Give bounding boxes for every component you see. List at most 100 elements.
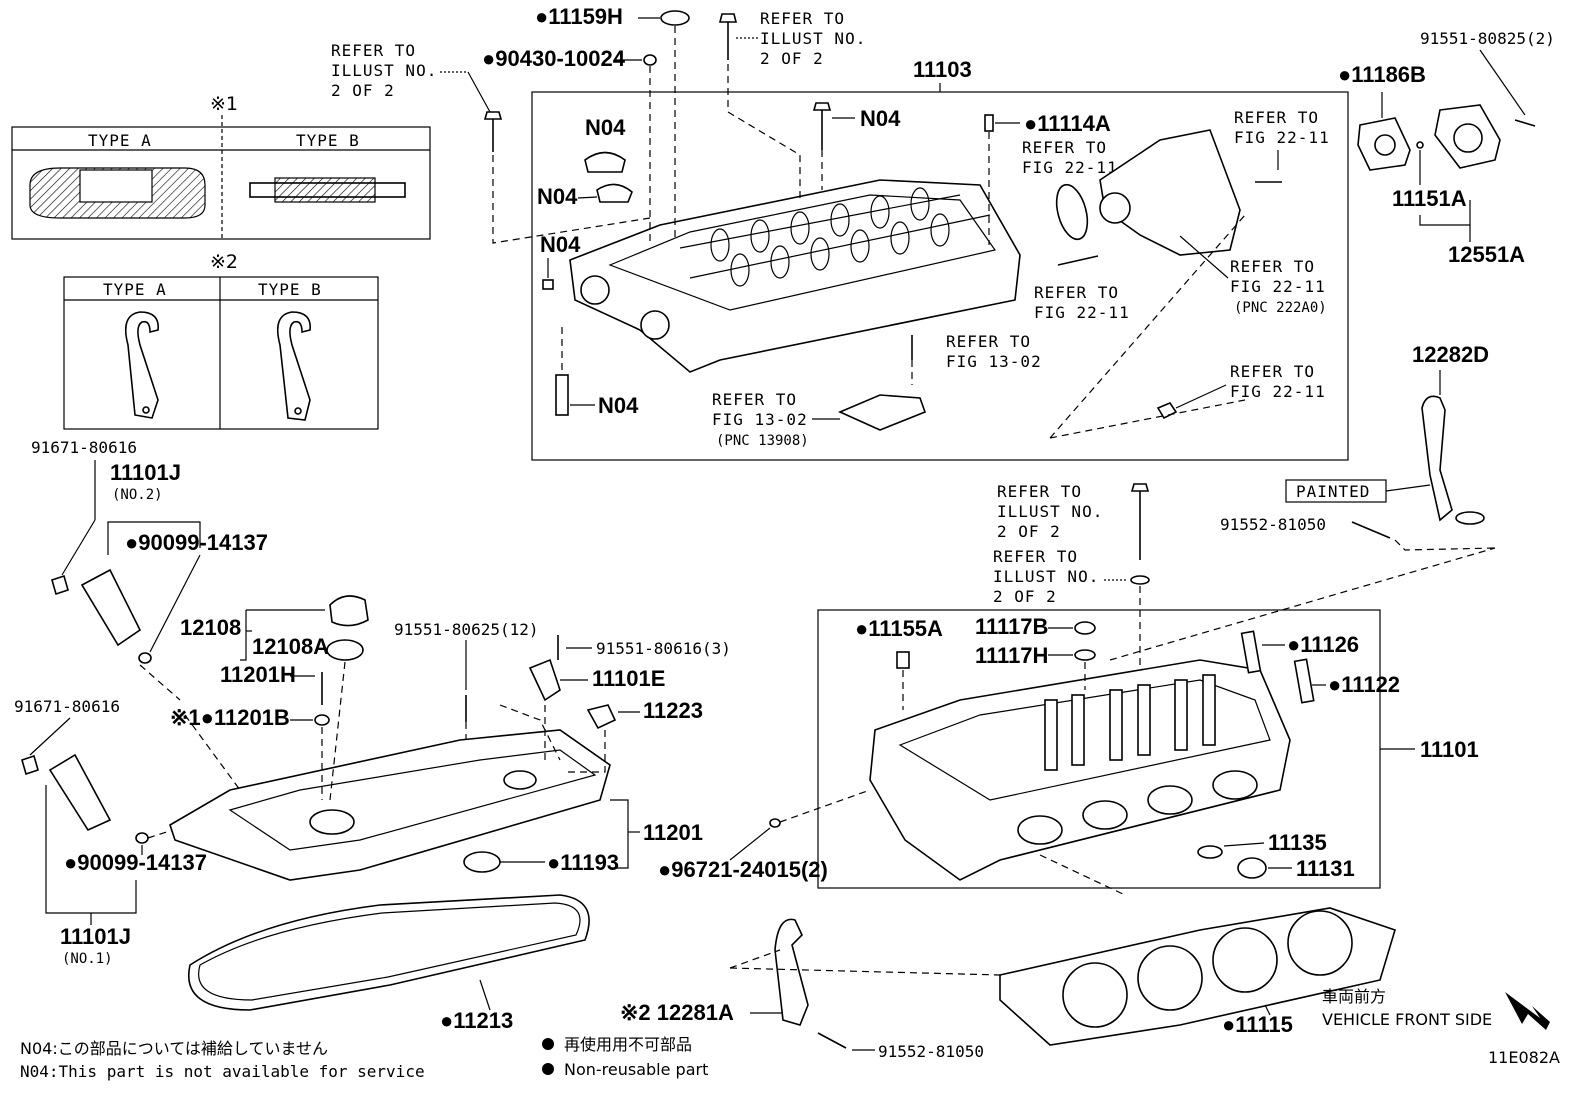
- type-table-2-mark: ※2: [210, 251, 238, 273]
- timing-cover-part: [1099, 129, 1241, 256]
- head-cover-group: 12108 12108A 11201H ※1●11201B 91551-8062…: [169, 595, 731, 1033]
- sensor-11101e-icon: [528, 658, 561, 702]
- ref-13-02-b-1: REFER TO: [712, 390, 797, 409]
- label-n04-a: N04: [585, 115, 626, 140]
- label-11159h: ●11159H: [535, 4, 623, 29]
- hook-type-b-icon: [276, 311, 311, 421]
- ref-22-11-a-2: FIG 22-11: [1022, 158, 1118, 177]
- filler-gasket-icon: [326, 639, 364, 661]
- bracket-part: [838, 394, 927, 431]
- label-11117h: 11117H: [975, 643, 1048, 668]
- ref-22-11-e-1: REFER TO: [1230, 362, 1315, 381]
- note-n04-jp: N04:この部品については補給していません: [20, 1039, 328, 1058]
- label-11101j-no1: 11101J: [60, 924, 131, 949]
- ocv-group: 91671-80616 11101J (NO.2) ●90099-14137 9…: [14, 438, 268, 967]
- hook-12282d-icon: [1421, 395, 1453, 522]
- direction-en: VEHICLE FRONT SIDE: [1322, 1010, 1492, 1029]
- ref-painted: PAINTED: [1296, 482, 1370, 501]
- top-refs: REFER TO ILLUST NO. 2 OF 2 ●11159H ●9043…: [331, 4, 866, 245]
- type-table-1-type-b: TYPE B: [296, 131, 360, 150]
- label-11103: 11103: [913, 57, 972, 82]
- label-n04-d: N04: [860, 106, 901, 131]
- type-table-1-type-a: TYPE A: [88, 131, 152, 150]
- label-12108a: 12108A: [252, 634, 329, 659]
- ref-22-11-b-2: FIG 22-11: [1234, 128, 1330, 147]
- ref-22-11-a-1: REFER TO: [1022, 138, 1107, 157]
- head-cover-gasket: [188, 894, 590, 1011]
- cylinder-head-group: 11101 ●11155A 11117B 11117H ●11126: [658, 609, 1479, 896]
- valve-guides: [1044, 674, 1216, 771]
- note-n04-en: N04:This part is not available for servi…: [20, 1062, 425, 1081]
- ref-22-11-e-2: FIG 22-11: [1230, 382, 1326, 401]
- ref-22-11-b-1: REFER TO: [1234, 108, 1319, 127]
- nonreusable-bullet-icon: [542, 1038, 554, 1050]
- label-12551a: 12551A: [1448, 242, 1525, 267]
- label-11201: 11201: [643, 820, 703, 845]
- label-11131: 11131: [1296, 856, 1355, 881]
- legend: N04:この部品については補給していません N04:This part is n…: [20, 987, 1560, 1081]
- label-11201b: ※1●11201B: [170, 705, 290, 730]
- hook-12281a-icon: [774, 918, 809, 1026]
- label-12108: 12108: [180, 615, 241, 640]
- head-gasket-group: ●11115 ※2 12281A 91552-81050: [620, 907, 1396, 1061]
- label-11213: ●11213: [440, 1008, 513, 1033]
- bearing-cap-icon: [584, 151, 626, 173]
- label-11155a: ●11155A: [855, 616, 943, 641]
- diagram-code: 11E082A: [1488, 1048, 1560, 1067]
- label-91671-a: 91671-80616: [31, 438, 137, 457]
- o-ring-icon: [1055, 183, 1089, 241]
- cylinder-head: [869, 659, 1291, 881]
- washer-icon: [660, 10, 690, 26]
- label-91551-80625: 91551-80625(12): [394, 620, 539, 639]
- ref-illust-c-1: REFER TO: [997, 482, 1082, 501]
- hook-type-a-icon: [124, 311, 159, 419]
- type-table-1: ※1 TYPE A TYPE B: [11, 93, 431, 240]
- label-11186b: ●11186B: [1338, 62, 1426, 87]
- cylinder-head-cover: [169, 729, 611, 881]
- ref-13-02-b-2: FIG 13-02: [712, 410, 808, 429]
- ref-illust-b-1: REFER TO: [760, 9, 845, 28]
- ref-pnc-222a0: (PNC 222A0): [1234, 300, 1327, 316]
- label-n04-e: N04: [598, 393, 639, 418]
- plug-11223-icon: [586, 704, 617, 730]
- label-n04-b: N04: [537, 184, 578, 209]
- ref-13-02-a-1: REFER TO: [946, 332, 1031, 351]
- oil-filler-cap-icon: [329, 595, 369, 627]
- label-11151a: 11151A: [1392, 186, 1467, 211]
- oil-filler-hole: [309, 809, 355, 835]
- ref-illust-b-2: ILLUST NO.: [760, 29, 866, 48]
- note-nonreusable-jp: 再使用用不可部品: [564, 1035, 692, 1054]
- ref-pnc-13908: (PNC 13908): [716, 433, 809, 449]
- label-12281a: ※2 12281A: [620, 1000, 734, 1025]
- label-11122: ●11122: [1328, 672, 1400, 697]
- spark-plug-tube-gasket: [463, 851, 501, 873]
- label-91552-a: 91552-81050: [1220, 515, 1326, 534]
- label-91551-80825: 91551-80825(2): [1420, 29, 1555, 48]
- ref-illust-a-2: ILLUST NO.: [331, 61, 437, 80]
- ref-illust-d-1: REFER TO: [993, 547, 1078, 566]
- water-inlet-group: 91551-80825(2) ●11186B 11151A 12551A: [1338, 29, 1555, 267]
- label-11115: ●11115: [1222, 1012, 1293, 1037]
- type-table-2: ※2 TYPE A TYPE B: [63, 251, 379, 430]
- ocv-no2-icon: [80, 568, 142, 647]
- label-11201h: 11201H: [220, 662, 296, 687]
- label-11117b: 11117B: [975, 614, 1048, 639]
- ref-22-11-c-2: FIG 22-11: [1034, 303, 1130, 322]
- label-11223: 11223: [643, 698, 703, 723]
- ref-13-02-a-2: FIG 13-02: [946, 352, 1042, 371]
- label-11101e: 11101E: [592, 666, 665, 691]
- ref-illust-c-2: ILLUST NO.: [997, 502, 1103, 521]
- label-no1: (NO.1): [62, 951, 113, 967]
- direction-jp: 車両前方: [1322, 987, 1386, 1006]
- head-bolt-refs: REFER TO ILLUST NO. 2 OF 2 REFER TO ILLU…: [993, 482, 1150, 690]
- label-11101j-no2: 11101J: [110, 460, 181, 485]
- label-91551-80616: 91551-80616(3): [596, 639, 731, 658]
- ref-22-11-d-1: REFER TO: [1230, 257, 1315, 276]
- label-11193: ●11193: [547, 850, 619, 875]
- type-table-2-type-b: TYPE B: [258, 280, 322, 299]
- type-table-1-mark: ※1: [210, 93, 238, 115]
- ref-illust-a-3: 2 OF 2: [331, 81, 395, 100]
- camshaft-lobes: [679, 187, 991, 287]
- ref-22-11-d-2: FIG 22-11: [1230, 277, 1326, 296]
